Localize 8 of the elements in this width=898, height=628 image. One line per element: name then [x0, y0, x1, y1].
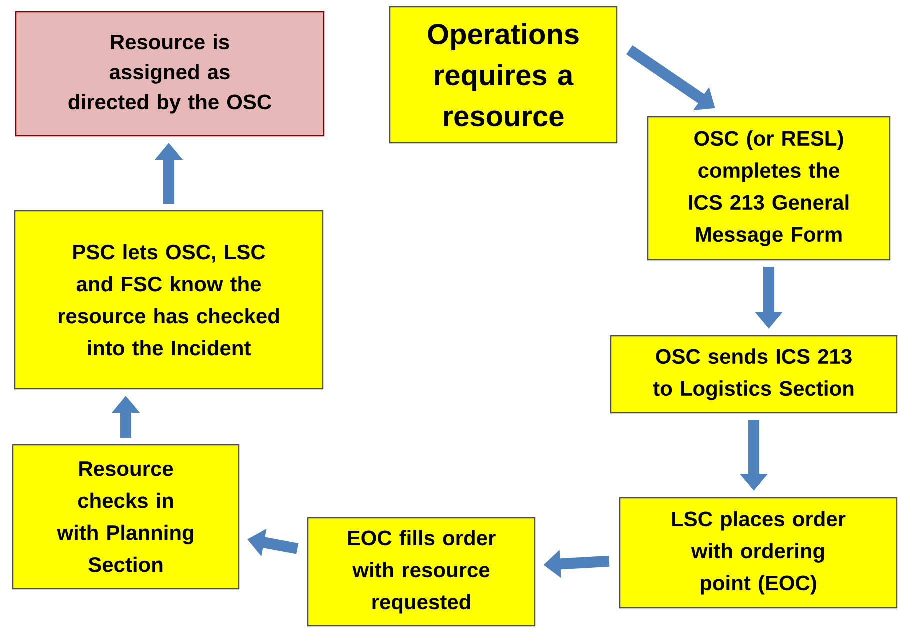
process-box: OSC (or RESL) completes the ICS 213 General Message Form — [647, 116, 891, 261]
process-box: OSC sends ICS 213 to Logistics Section — [610, 335, 898, 414]
process-box: Resource is assigned as directed by the OSC — [15, 11, 325, 137]
process-box: Operations requires a resource — [389, 6, 618, 144]
process-box: Resource checks in with Planning Section — [12, 444, 240, 590]
process-box: LSC places order with ordering point (EOC) — [619, 497, 898, 609]
process-box: EOC fills order with resource requested — [307, 517, 536, 627]
process-box: PSC lets OSC, LSC and FSC know the resource has checked into the Incident — [14, 210, 324, 390]
